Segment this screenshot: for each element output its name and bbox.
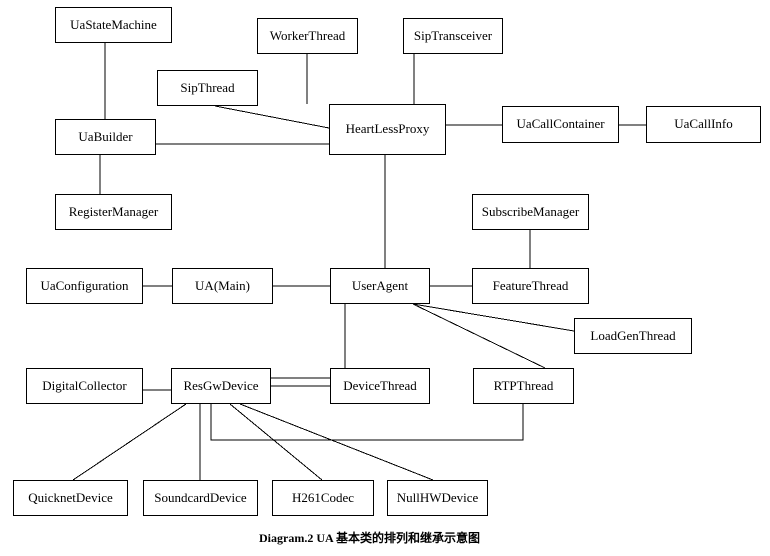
- connector-resgwdevice-to-h261codec: [229, 403, 323, 481]
- class-node-label: H261Codec: [291, 489, 355, 505]
- class-node-resgwdevice[interactable]: ResGwDevice: [171, 368, 271, 404]
- class-node-label: DigitalCollector: [42, 377, 127, 393]
- class-node-workerthread[interactable]: WorkerThread: [257, 18, 358, 54]
- class-node-label: QuicknetDevice: [28, 489, 113, 505]
- class-node-uacallcontainer[interactable]: UaCallContainer: [502, 106, 619, 143]
- class-node-label: UaCallContainer: [516, 116, 605, 132]
- connector-resgwdevice-to-quicknetdevice: [72, 403, 187, 481]
- class-node-label: ResGwDevice: [183, 377, 259, 393]
- class-node-registermanager[interactable]: RegisterManager: [55, 194, 172, 230]
- class-node-siptransceiver[interactable]: SipTransceiver: [403, 18, 503, 54]
- class-node-label: RTPThread: [493, 377, 554, 393]
- class-node-label: UaCallInfo: [674, 116, 733, 132]
- class-node-label: UaStateMachine: [70, 16, 157, 32]
- class-node-label: SipThread: [180, 79, 235, 95]
- class-node-h261codec[interactable]: H261Codec: [272, 480, 374, 516]
- connector-sipthread-to-heartlessproxy: [214, 105, 330, 129]
- class-node-label: SipTransceiver: [413, 27, 493, 43]
- class-node-digitalcollector[interactable]: DigitalCollector: [26, 368, 143, 404]
- class-node-label: WorkerThread: [269, 27, 346, 43]
- class-node-uamain[interactable]: UA(Main): [172, 268, 273, 304]
- class-node-label: UaConfiguration: [40, 277, 129, 293]
- class-node-devicethread[interactable]: DeviceThread: [330, 368, 430, 404]
- connector-resgwdevice-to-nullhwdevice: [239, 403, 434, 481]
- class-node-uaconfiguration[interactable]: UaConfiguration: [26, 268, 143, 304]
- class-node-nullhwdevice[interactable]: NullHWDevice: [387, 480, 488, 516]
- connector-useragent-to-rtpthread: [412, 303, 546, 369]
- class-node-uastatemachine[interactable]: UaStateMachine: [55, 7, 172, 43]
- class-node-label: DeviceThread: [343, 377, 417, 393]
- class-node-label: RegisterManager: [68, 203, 159, 219]
- class-node-label: UA(Main): [195, 277, 250, 293]
- class-node-sipthread[interactable]: SipThread: [157, 70, 258, 106]
- class-node-label: NullHWDevice: [396, 489, 479, 505]
- class-node-quicknetdevice[interactable]: QuicknetDevice: [13, 480, 128, 516]
- class-node-subscribemanager[interactable]: SubscribeManager: [472, 194, 589, 230]
- class-node-soundcarddevice[interactable]: SoundcardDevice: [143, 480, 258, 516]
- class-node-label: SoundcardDevice: [154, 489, 247, 505]
- class-node-uabuilder[interactable]: UaBuilder: [55, 119, 156, 155]
- class-node-rtpthread[interactable]: RTPThread: [473, 368, 574, 404]
- diagram-caption: Diagram.2 UA 基本类的排列和继承示意图: [259, 531, 480, 545]
- class-node-label: HeartLessProxy: [345, 121, 430, 137]
- class-node-featurethread[interactable]: FeatureThread: [472, 268, 589, 304]
- connector-resgwdevice-to-rtpthread: [210, 404, 524, 441]
- class-node-label: LoadGenThread: [590, 327, 676, 343]
- class-node-loadgenthread[interactable]: LoadGenThread: [574, 318, 692, 354]
- class-node-label: UaBuilder: [78, 128, 133, 144]
- class-node-label: FeatureThread: [492, 277, 569, 293]
- class-node-heartlessproxy[interactable]: HeartLessProxy: [329, 104, 446, 155]
- class-node-uacallinfo[interactable]: UaCallInfo: [646, 106, 761, 143]
- class-node-label: UserAgent: [351, 277, 409, 293]
- class-node-label: SubscribeManager: [481, 203, 580, 219]
- class-node-useragent[interactable]: UserAgent: [330, 268, 430, 304]
- connector-useragent-to-loadgenthread: [412, 303, 575, 332]
